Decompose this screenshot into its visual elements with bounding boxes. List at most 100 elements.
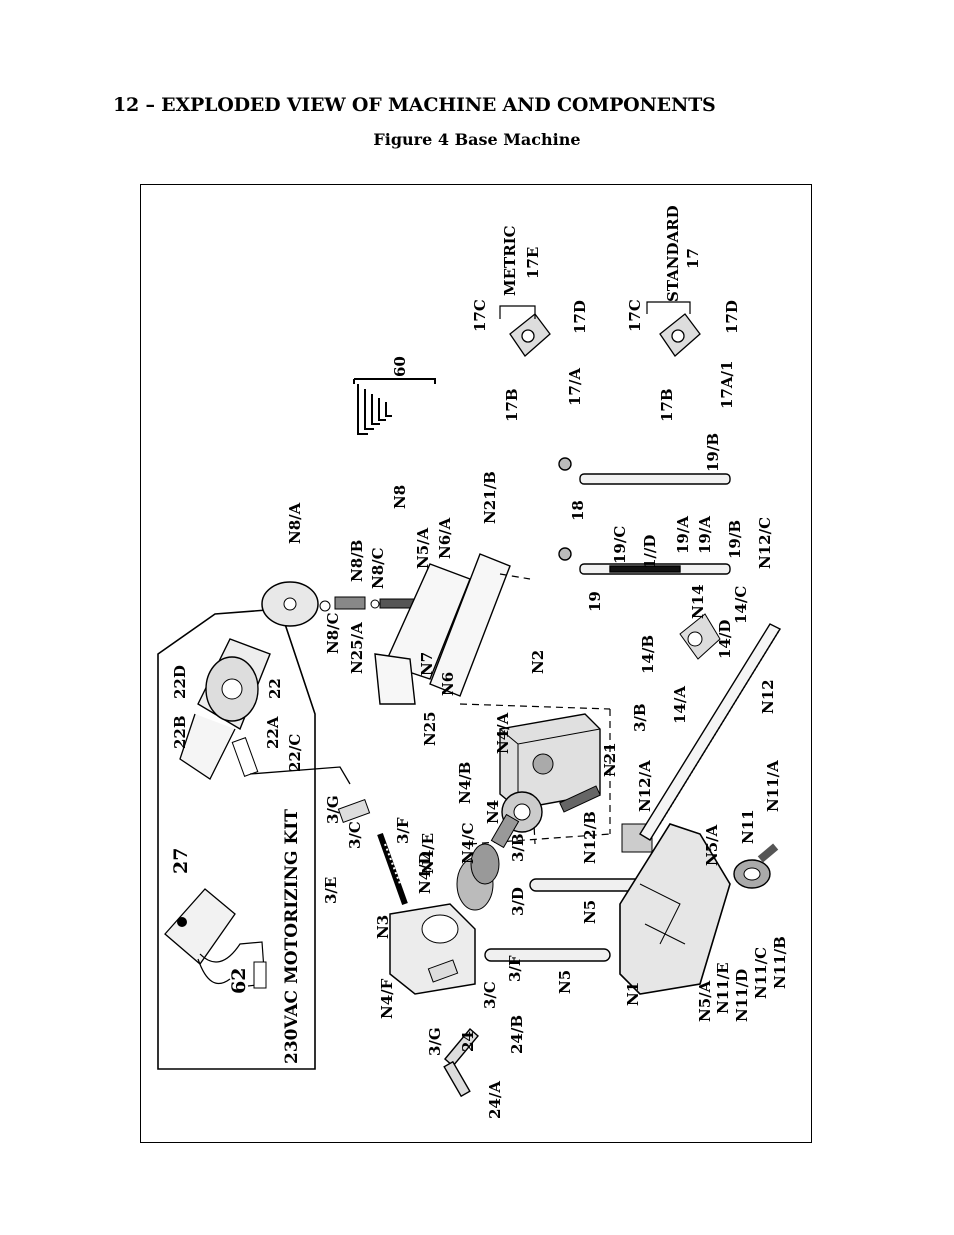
callout-N21B: N21/B: [481, 471, 499, 524]
callout-17: 17: [684, 248, 702, 269]
callout-N11D: N11/D: [733, 969, 751, 1022]
handwheel-drawing: [733, 843, 779, 889]
callout-19C: 19/C: [611, 526, 629, 564]
gear-chain-drawing: [490, 753, 601, 849]
callout-19A: 19/A: [674, 516, 692, 554]
callout-N5-2: N5: [556, 970, 574, 994]
callout-N4F: N4/F: [378, 978, 396, 1019]
figure-caption: Figure 4 Base Machine: [373, 130, 581, 149]
callout-N4A: N4/A: [494, 712, 512, 754]
hex-key-set-drawing: [353, 378, 436, 435]
callout-N12C: N12/C: [756, 517, 774, 569]
callout-N11A: N11/A: [764, 760, 782, 812]
callout-N12: N12: [759, 679, 777, 714]
callout-18: 18: [569, 500, 587, 521]
callout-22C: 22/C: [286, 734, 304, 772]
callout-N6A: N6/A: [436, 517, 454, 559]
callout-N1: N1: [624, 982, 642, 1006]
callout-3F-top: 3/F: [394, 817, 412, 844]
carriage-plates: [374, 553, 511, 705]
callout-N4: N4: [484, 800, 502, 824]
callout-N8C-2: N8/C: [369, 547, 387, 589]
callout-19B: 19/B: [726, 520, 744, 559]
clamp-14-drawing: [679, 613, 721, 660]
kit-title: 230VAC MOTORIZING KIT: [282, 809, 302, 1064]
crank-handle-drawing: [443, 1028, 479, 1098]
figure-frame: [140, 184, 812, 1143]
callout-22A: 22A: [264, 716, 282, 749]
cutter-bars: [558, 457, 731, 575]
callout-N11E: N11/E: [714, 963, 732, 1015]
callout-19A-2: 19/A: [696, 516, 714, 554]
callout-N7: N7: [418, 652, 436, 676]
callout-labels: 230VAC MOTORIZING KIT 27 62 22D 22 22B 2…: [170, 205, 789, 1119]
callout-N2: N2: [529, 650, 547, 674]
callout-62: 62: [228, 968, 250, 994]
exploded-view-diagram: 230VAC MOTORIZING KIT 27 62 22D 22 22B 2…: [157, 205, 789, 1119]
rack-bar-drawing: [639, 623, 781, 841]
switch-box-drawing: [164, 888, 267, 989]
callout-14B: 14/B: [639, 635, 657, 674]
callout-N12B: N12/B: [581, 811, 599, 864]
callout-17C-2: 17C: [626, 299, 644, 332]
callout-N5A-3: N5/A: [414, 527, 432, 569]
callout-N5A: N5/A: [703, 824, 721, 866]
callout-17C: 17C: [471, 299, 489, 332]
shaft-drawing: [337, 798, 459, 983]
callout-17A: 17/A: [566, 368, 584, 406]
callout-N11B: N11/B: [771, 936, 789, 989]
callout-N5: N5: [581, 900, 599, 924]
callout-N4C: N4/C: [459, 822, 477, 864]
kit-boundary: [157, 608, 316, 1070]
callout-17E: 17E: [524, 247, 542, 279]
callout-19B-2: 19/B: [704, 433, 722, 472]
motor-drawing: [179, 638, 351, 785]
callout-17A1: 17A/1: [718, 361, 736, 409]
callout-3C-top: 3/C: [346, 821, 364, 849]
knob-drawing: [261, 581, 415, 627]
callout-N6: N6: [439, 672, 457, 696]
callout-N8: N8: [391, 485, 409, 509]
callout-N3: N3: [374, 915, 392, 939]
callout-1D: 1//D: [641, 535, 659, 569]
callout-60: 60: [391, 356, 409, 377]
callout-N21: N21: [601, 742, 619, 777]
callout-22B: 22B: [171, 715, 189, 749]
guide-rods: [484, 878, 646, 962]
callout-3F-bot: 3/F: [506, 955, 524, 982]
callout-14A: 14/A: [671, 686, 689, 724]
callout-17D: 17D: [571, 300, 589, 334]
callout-N11: N11: [739, 809, 757, 844]
kit-brackets: [499, 301, 691, 319]
callout-3G-bot: 3/G: [426, 1027, 444, 1056]
callout-24: 24: [459, 1031, 477, 1052]
callout-N12A: N12/A: [636, 760, 654, 812]
callout-19: 19: [586, 591, 604, 612]
callout-24A: 24/A: [486, 1081, 504, 1119]
callout-N4D: N4/D: [416, 851, 434, 894]
label-standard: STANDARD: [664, 205, 682, 302]
callout-N5A-2: N5/A: [696, 980, 714, 1022]
callout-17B: 17B: [503, 388, 521, 422]
callout-N4B: N4/B: [456, 762, 474, 804]
callout-N8A: N8/A: [286, 502, 304, 544]
callout-3B-top: 3/B: [631, 703, 649, 732]
callout-N4E: N4/E: [419, 833, 437, 874]
callout-17B-2: 17B: [658, 388, 676, 422]
clamp-17-drawings: [509, 313, 701, 357]
callout-N8C: N8/C: [324, 612, 342, 654]
callout-N11C: N11/C: [752, 947, 770, 999]
callout-27: 27: [170, 848, 192, 874]
callout-3C-bot: 3/C: [481, 981, 499, 1009]
callout-3G-top: 3/G: [324, 795, 342, 824]
callout-24B: 24/B: [508, 1015, 526, 1054]
callout-N25: N25: [421, 711, 439, 746]
callout-3D: 3/D: [509, 887, 527, 916]
callout-3B-mid: 3/B: [509, 833, 527, 862]
callout-3E: 3/E: [322, 877, 340, 904]
callout-N8B: N8/B: [348, 540, 366, 582]
callout-14D: 14/D: [716, 620, 734, 659]
callout-N25A: N25/A: [348, 622, 366, 674]
callout-22: 22: [266, 678, 284, 699]
callout-N14: N14: [689, 584, 707, 619]
